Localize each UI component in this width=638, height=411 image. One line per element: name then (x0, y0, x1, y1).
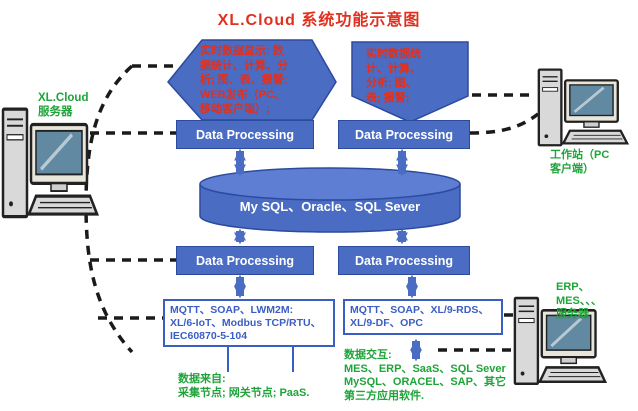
database-cylinder-top (199, 167, 461, 201)
data-processing-box-bottom-left: Data Processing (176, 246, 314, 275)
server-computer-icon (1, 107, 99, 219)
data-processing-box-top-left: Data Processing (176, 120, 314, 149)
data-processing-box-bottom-right: Data Processing (338, 246, 470, 275)
callout-pentagon-right (351, 41, 469, 123)
diagram-title: XL.Cloud 系统功能示意图 (217, 12, 421, 29)
erp-server-label: ERP、 MES、、、 服务器 (556, 281, 602, 320)
database-label: My SQL、Oracle、SQL Sever (239, 199, 421, 214)
protocols-right-box: MQTT、SOAP、XL/9-RDS、 XL/9-DF、OPC (343, 299, 503, 335)
data-exchange-label: 数据交互: MES、ERP、SaaS、SQL Sever MySQL、ORACE… (344, 349, 506, 402)
callout-left-text: 实时数据显示: 数 据统计、计算、分 析; 图、表、报警; WEB发布（PC、 … (200, 45, 288, 115)
protocols-left-box: MQTT、SOAP、LWM2M: XL/6-IoT、Modbus TCP/RTU… (163, 299, 335, 347)
data-processing-box-top-right: Data Processing (338, 120, 470, 149)
workstation-computer-icon (537, 68, 629, 147)
callout-right-text: 实时数据统 计、计算、 分析; 图、 表; 报警; (366, 48, 421, 104)
workstation-label: 工作站（PC 客户端） (550, 149, 610, 175)
computer-icon (537, 68, 629, 147)
computer-icon (1, 107, 99, 219)
data-source-label: 数据来自: 采集节点; 网关节点; PaaS. (178, 373, 310, 399)
dashed-connector-dp2-to-workstation (469, 112, 540, 135)
xlcloud-server-label: XL.Cloud 服务器 (38, 92, 89, 118)
